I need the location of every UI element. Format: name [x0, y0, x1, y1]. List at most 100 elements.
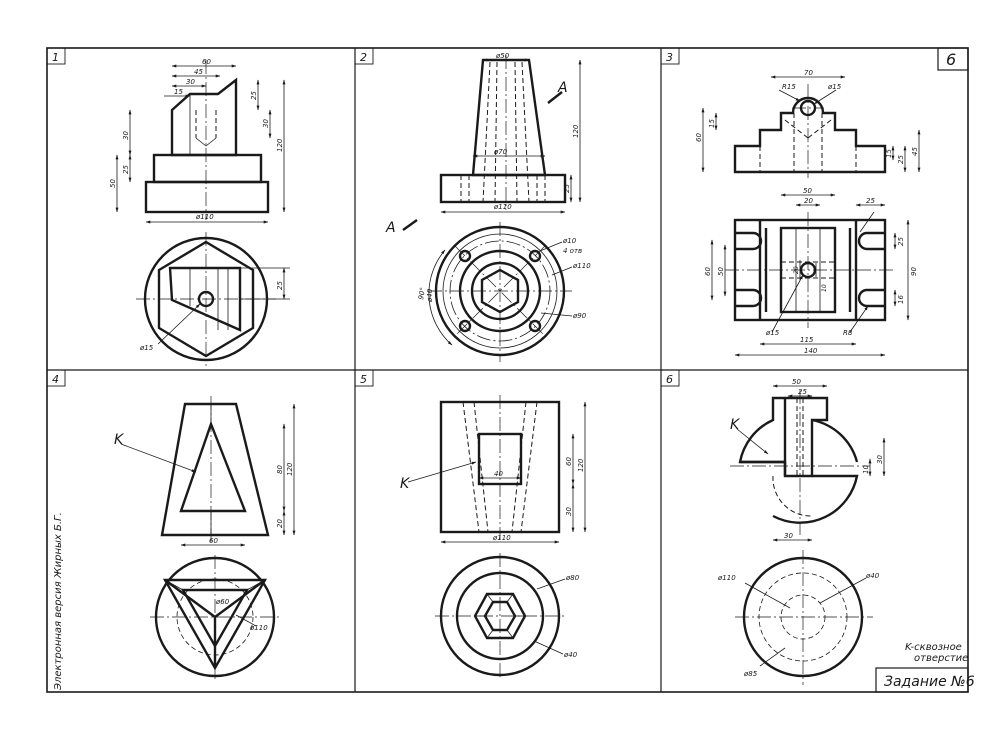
- svg-text:25: 25: [866, 197, 875, 205]
- variant-box: 6: [937, 47, 969, 71]
- note-line-1: K-сквозное: [905, 642, 962, 653]
- svg-text:Задание №6: Задание №6: [884, 674, 975, 690]
- svg-text:ø70: ø70: [493, 148, 508, 156]
- svg-text:ø80: ø80: [565, 574, 580, 582]
- svg-text:10: 10: [862, 465, 870, 474]
- svg-text:90°: 90°: [417, 287, 427, 301]
- panel-2-top-dims: ø10 4 отв ø110 ø90 90° ø40: [417, 237, 591, 320]
- svg-text:90: 90: [910, 267, 918, 276]
- panel-2-front-dims: ø50 A 120 ø70 25 ø110: [440, 52, 582, 214]
- svg-text:45: 45: [911, 147, 919, 156]
- svg-text:30: 30: [876, 455, 884, 464]
- svg-text:10: 10: [821, 284, 828, 292]
- panel-3-top-dims: 50 20 25 60 50 20 10 25 90 16 ø15 R8 115…: [704, 187, 918, 357]
- panel-number-3: 3: [660, 47, 680, 65]
- svg-text:1: 1: [52, 51, 59, 64]
- svg-text:15: 15: [885, 149, 893, 158]
- svg-text:60: 60: [695, 133, 703, 142]
- panel-1-front-dims: 60 45 30 15 25 30 120 30 25 50 ø110: [109, 58, 286, 224]
- svg-text:R8: R8: [843, 329, 853, 337]
- svg-text:40: 40: [494, 470, 503, 478]
- svg-text:K: K: [400, 476, 411, 492]
- panel-3-front-dims: 70 R15 ø15 60 15 15 25 45: [695, 69, 921, 173]
- svg-text:ø110: ø110: [492, 534, 511, 542]
- panel-2-top-view: [428, 222, 572, 362]
- svg-text:50: 50: [109, 179, 117, 188]
- panel-1-front-view: [144, 60, 270, 220]
- panel-5-front-dims: K 120 60 40 30 ø110: [400, 401, 587, 544]
- panel-2-front-view: [439, 55, 567, 210]
- panel-number-4: 4: [46, 369, 66, 387]
- svg-text:25: 25: [276, 281, 284, 290]
- svg-text:80: 80: [276, 465, 284, 474]
- svg-text:4: 4: [52, 373, 59, 386]
- svg-text:120: 120: [276, 138, 284, 152]
- panel-4-front-dims: K 120 80 20 60: [114, 403, 296, 547]
- panel-number-5: 5: [354, 369, 374, 387]
- svg-text:45: 45: [194, 68, 203, 76]
- panel-3-front-view: [733, 84, 887, 178]
- panel-5-front-view: [439, 395, 561, 540]
- svg-text:50: 50: [717, 267, 725, 276]
- svg-text:ø110: ø110: [249, 624, 268, 632]
- svg-text:30: 30: [186, 78, 195, 86]
- svg-text:25: 25: [122, 165, 130, 174]
- task-title-box: Задание №6: [875, 667, 975, 693]
- svg-text:25: 25: [897, 155, 905, 164]
- svg-text:50: 50: [792, 378, 801, 386]
- svg-text:ø15: ø15: [765, 329, 780, 337]
- panel-6-front-view: [730, 390, 870, 535]
- svg-text:20: 20: [793, 266, 800, 274]
- svg-text:25: 25: [798, 388, 807, 396]
- svg-text:ø40: ø40: [865, 572, 880, 580]
- svg-text:ø40: ø40: [426, 288, 434, 303]
- svg-text:30: 30: [784, 532, 793, 540]
- panel-1-top-view: 25 ø15: [136, 232, 290, 366]
- svg-text:K: K: [730, 417, 741, 433]
- svg-text:60: 60: [704, 267, 712, 276]
- svg-text:2: 2: [360, 51, 367, 64]
- panel-number-1: 1: [46, 47, 66, 65]
- panel-6-top-view: ø110 ø40 ø85: [717, 550, 880, 685]
- svg-text:60: 60: [209, 537, 218, 545]
- svg-text:ø40: ø40: [563, 651, 578, 659]
- svg-text:70: 70: [804, 69, 813, 77]
- svg-text:60: 60: [202, 58, 211, 66]
- svg-text:16: 16: [897, 295, 905, 304]
- svg-text:R15: R15: [782, 83, 796, 91]
- author-note: Электронная версия Жирных Б.Г.: [53, 512, 64, 691]
- svg-text:ø85: ø85: [743, 670, 758, 678]
- svg-text:120: 120: [577, 458, 585, 472]
- svg-text:120: 120: [286, 462, 294, 476]
- svg-text:ø50: ø50: [495, 52, 510, 60]
- svg-text:15: 15: [708, 119, 716, 128]
- svg-text:25: 25: [563, 184, 571, 193]
- svg-text:A: A: [557, 80, 568, 96]
- panel-3-top-view: [725, 211, 895, 328]
- svg-text:ø110: ø110: [572, 262, 591, 270]
- svg-text:ø90: ø90: [572, 312, 587, 320]
- panel-5-top-view: ø80 ø40: [435, 553, 580, 680]
- svg-text:50: 50: [803, 187, 812, 195]
- svg-text:30: 30: [122, 131, 130, 140]
- svg-text:ø110: ø110: [493, 203, 512, 211]
- panel-4-top-view: ø60 ø110: [150, 555, 280, 680]
- svg-text:20: 20: [276, 519, 284, 528]
- svg-text:A: A: [385, 220, 396, 236]
- panel-number-2: 2: [354, 47, 374, 65]
- svg-text:6: 6: [666, 373, 673, 386]
- svg-text:30: 30: [565, 507, 573, 516]
- svg-text:115: 115: [800, 336, 814, 344]
- panel-6-front-dims: K 50 25 30 10 30: [730, 378, 886, 542]
- svg-text:ø15: ø15: [139, 344, 154, 352]
- panel-4-front-view: [160, 396, 270, 545]
- svg-text:60: 60: [565, 457, 573, 466]
- svg-text:ø110: ø110: [195, 213, 214, 221]
- svg-text:5: 5: [360, 373, 367, 386]
- svg-text:20: 20: [804, 197, 813, 205]
- svg-text:25: 25: [897, 237, 905, 246]
- svg-text:120: 120: [572, 124, 580, 138]
- svg-text:ø10: ø10: [562, 237, 577, 245]
- note-line-2: отверстие: [914, 653, 968, 664]
- svg-text:30: 30: [262, 119, 270, 128]
